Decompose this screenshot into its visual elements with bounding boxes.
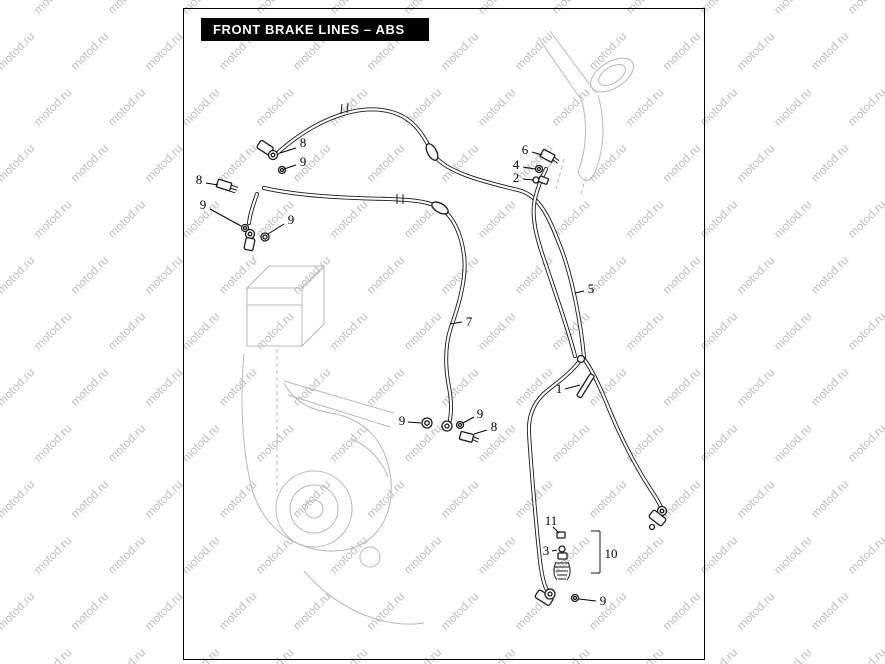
watermark-text: motod.ru	[845, 85, 885, 128]
watermark-text: motod.ru	[771, 0, 814, 17]
hose-coupling	[431, 201, 449, 215]
watermark-text: motod.ru	[771, 645, 814, 664]
watermark-text: motod.ru	[845, 421, 885, 464]
callout-leader-8	[205, 182, 219, 186]
watermark-text: motod.ru	[31, 0, 74, 17]
watermark-text: motod.ru	[771, 533, 814, 576]
line-junction	[576, 354, 595, 399]
watermark-text: motod.ru	[142, 477, 185, 520]
watermark-text: motod.ru	[0, 253, 37, 296]
callout-leader-4	[522, 166, 536, 170]
watermark-text: motod.ru	[845, 309, 885, 352]
watermark-text: motod.ru	[105, 533, 148, 576]
watermark-text: motod.ru	[68, 29, 111, 72]
callout-leader-9	[267, 223, 285, 235]
watermark-text: motod.ru	[845, 0, 885, 17]
watermark-text: motod.ru	[68, 477, 111, 520]
watermark-text: motod.ru	[808, 589, 851, 632]
watermark-text: motod.ru	[734, 29, 777, 72]
watermark-text: motod.ru	[734, 477, 777, 520]
watermark-text: motod.ru	[142, 365, 185, 408]
watermark-text: motod.ru	[845, 645, 885, 664]
watermark-text: motod.ru	[31, 645, 74, 664]
watermark-text: motod.ru	[142, 589, 185, 632]
callout-leader-9	[462, 416, 475, 424]
watermark-text: motod.ru	[0, 589, 37, 632]
diagram-title: FRONT BRAKE LINES – ABS	[213, 22, 405, 37]
fittings-and-parts	[215, 102, 668, 606]
watermark-text: motod.ru	[771, 421, 814, 464]
watermark-text: motod.ru	[31, 421, 74, 464]
watermark-text: motod.ru	[808, 365, 851, 408]
watermark-text: motod.ru	[105, 421, 148, 464]
left-banjo-fittings	[215, 139, 287, 252]
watermark-text: motod.ru	[68, 253, 111, 296]
callout-leader-9	[578, 598, 597, 602]
bottom-left-banjo	[534, 588, 580, 606]
watermark-text: motod.ru	[105, 85, 148, 128]
master-cylinder-sketch	[537, 30, 634, 198]
callout-leader-7	[449, 321, 463, 325]
watermark-text: motod.ru	[734, 141, 777, 184]
watermark-text: motod.ru	[31, 309, 74, 352]
abs-module-sketch	[245, 240, 326, 491]
watermark-text: motod.ru	[105, 0, 148, 17]
watermark-text: motod.ru	[734, 589, 777, 632]
callout-leader-11	[552, 526, 560, 534]
leader-lines	[205, 147, 597, 602]
watermark-text: motod.ru	[31, 533, 74, 576]
callout-leader-9	[283, 164, 297, 170]
watermark-text: motod.ru	[142, 29, 185, 72]
diagram-title-bar: FRONT BRAKE LINES – ABS	[201, 18, 429, 41]
watermark-text: motod.ru	[808, 477, 851, 520]
callout-leader-8	[279, 147, 297, 154]
watermark-text: motod.ru	[31, 85, 74, 128]
watermark-text: motod.ru	[142, 141, 185, 184]
group-bracket	[591, 530, 601, 574]
bottom-right-parts-stack	[553, 530, 601, 581]
callout-leader-9	[209, 208, 242, 227]
watermark-text: motod.ru	[845, 533, 885, 576]
master-cylinder-fittings	[532, 148, 560, 185]
right-end-elbow	[648, 505, 668, 531]
callout-leader-1	[564, 384, 581, 390]
callout-leader-3	[551, 549, 558, 552]
callout-leader-5	[574, 290, 585, 294]
watermark-text: motod.ru	[808, 141, 851, 184]
watermark-text: motod.ru	[771, 85, 814, 128]
diagram-frame: FRONT BRAKE LINES – ABS	[183, 8, 705, 660]
watermark-text: motod.ru	[771, 309, 814, 352]
watermark-text: motod.ru	[808, 29, 851, 72]
watermark-text: motod.ru	[68, 141, 111, 184]
diagram-artwork	[205, 30, 668, 625]
watermark-text: motod.ru	[734, 365, 777, 408]
watermark-text: motod.ru	[771, 197, 814, 240]
callout-leader-8	[473, 429, 488, 435]
watermark-text: motod.ru	[68, 589, 111, 632]
mid-banjo-fittings	[421, 417, 480, 443]
chassis-sketch	[241, 353, 425, 625]
watermark-text: motod.ru	[0, 477, 37, 520]
watermark-text: motod.ru	[68, 365, 111, 408]
watermark-text: motod.ru	[31, 197, 74, 240]
hose-coupling	[425, 143, 439, 161]
callout-leader-2	[522, 178, 534, 181]
callout-leader-6	[531, 151, 543, 156]
watermark-text: motod.ru	[808, 253, 851, 296]
watermark-text: motod.ru	[105, 309, 148, 352]
watermark-text: motod.ru	[0, 141, 37, 184]
watermark-text: motod.ru	[142, 253, 185, 296]
watermark-text: motod.ru	[0, 365, 37, 408]
watermark-text: motod.ru	[105, 645, 148, 664]
watermark-text: motod.ru	[734, 253, 777, 296]
watermark-text: motod.ru	[0, 29, 37, 72]
background-sketch	[241, 30, 634, 625]
callout-leader-9	[407, 421, 422, 424]
watermark-text: motod.ru	[105, 197, 148, 240]
watermark-text: motod.ru	[845, 197, 885, 240]
